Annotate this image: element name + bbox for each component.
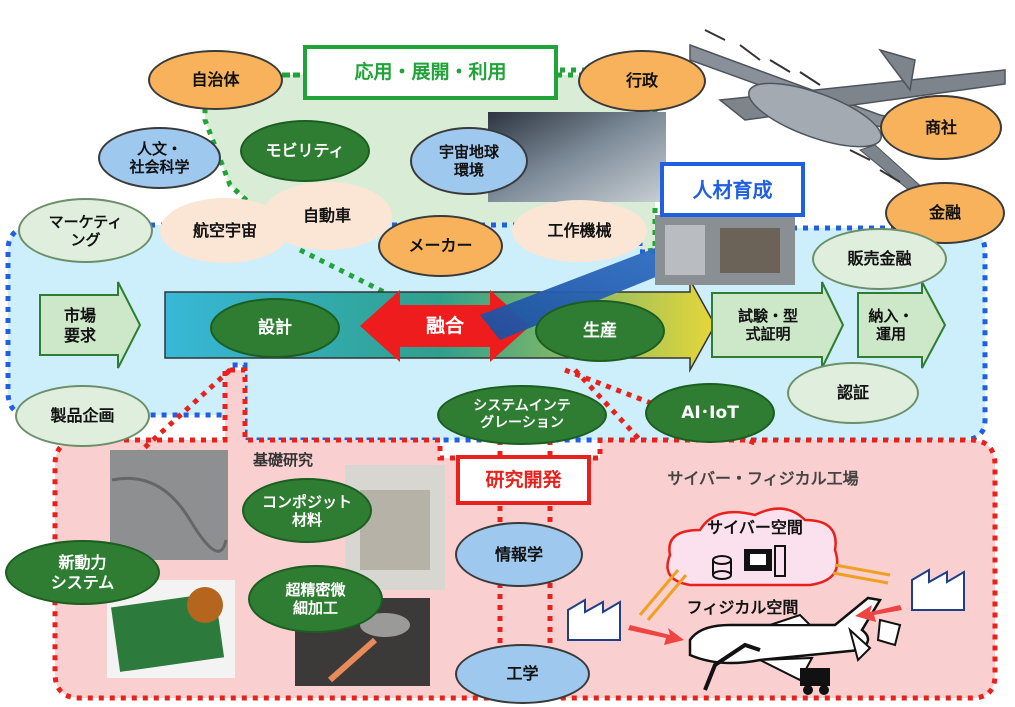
node-kogaku: 工学 [455, 644, 590, 704]
shiken-label: 試験・型 式証明 [737, 307, 798, 343]
node-seihin-kikaku: 製品企画 [15, 385, 150, 447]
green-connectors [285, 67, 585, 303]
node-sekkei: 設計 [210, 298, 340, 358]
node-jichitai: 自治体 [148, 50, 283, 110]
node-composite: コンポジット 材料 [242, 478, 372, 543]
node-ninsho: 認証 [787, 362, 919, 424]
test-certification-arrow [711, 281, 845, 369]
node-mobility: モビリティ [240, 120, 370, 182]
kiso-kenkyu-label: 基礎研究 [252, 451, 313, 469]
physical-space-label: フィジカル空間 [686, 598, 799, 618]
ichiba-yokyu-label: 市場 要求 [63, 306, 96, 345]
node-jinbun: 人文・ 社会科学 [98, 127, 221, 189]
node-marketing: マーケティ ング [18, 198, 153, 263]
sync-arrows [638, 563, 891, 621]
delivery-operation-arrow [857, 281, 947, 369]
cyber-physical-factory-label: サイバー・フィジカル工場 [667, 469, 859, 489]
surface-photo [110, 450, 228, 560]
robot-arm [703, 642, 761, 691]
connector-lines [118, 367, 761, 698]
node-shosha: 商社 [880, 95, 1002, 160]
node-jidosha: 自動車 [262, 182, 392, 250]
server-monitor-icons [712, 545, 786, 580]
node-hanbai-kinyu: 販売金融 [812, 228, 947, 290]
node-kosaku-kikai: 工作機械 [512, 200, 647, 262]
node-seisan: 生産 [535, 300, 665, 362]
node-gyosei: 行政 [578, 50, 706, 112]
node-system-integration: システムインテ グレーション [437, 385, 607, 445]
aircraft-illustration [689, 29, 1006, 196]
node-shin-doryoku: 新動力 システム [5, 540, 160, 605]
factory-right-icon [911, 568, 965, 611]
application-title-box: 応用・展開・利用 [303, 45, 558, 100]
fusion-double-arrow [360, 290, 530, 362]
yugo-label: 融合 [425, 314, 464, 337]
nonyu-label: 納入・ 運用 [868, 307, 914, 343]
research-title-box: 研究開発 [456, 455, 591, 505]
cyber-cloud [666, 507, 839, 587]
node-chou-seimitsu: 超精密微 細加工 [248, 565, 383, 633]
hr-development-title-box: 人材育成 [660, 162, 805, 217]
node-maker: メーカー [378, 215, 503, 277]
node-uchu-chikyu: 宇宙地球 環境 [410, 127, 528, 195]
factory-left-icon [567, 598, 621, 641]
market-demand-arrow [39, 281, 142, 369]
cyber-space-label: サイバー空間 [707, 518, 803, 538]
node-johogaku: 情報学 [455, 522, 583, 587]
node-ai-iot: AI･IoT [645, 383, 775, 443]
